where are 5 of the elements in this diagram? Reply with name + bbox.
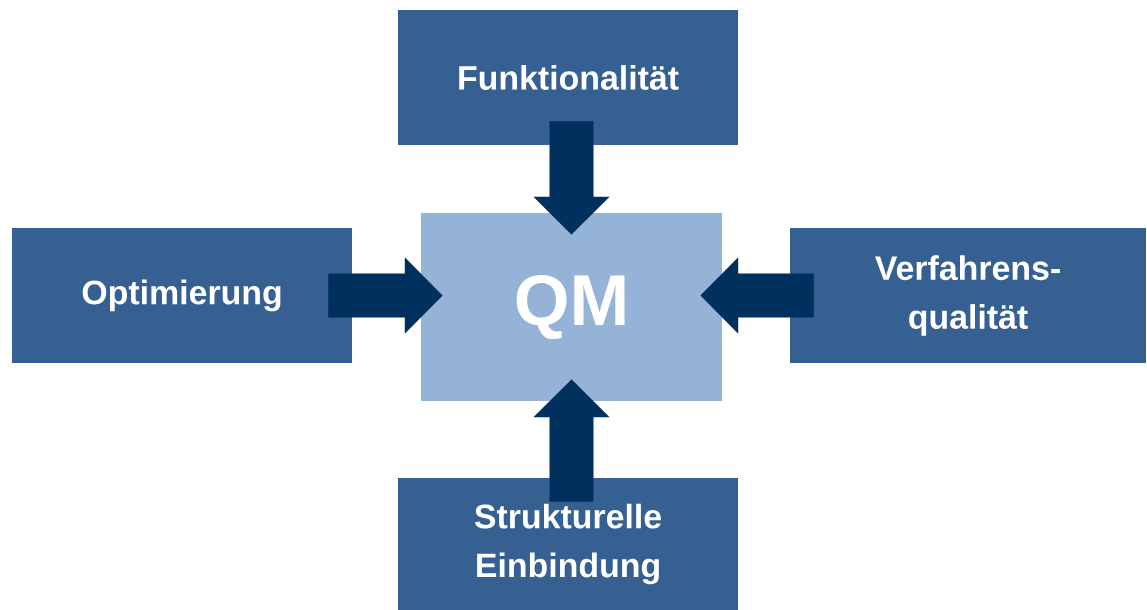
factor-box: Verfahrens- qualität <box>790 228 1146 363</box>
factor-box: Strukturelle Einbindung <box>398 478 738 610</box>
factor-box: Funktionalität <box>398 10 738 145</box>
factor-box: Optimierung <box>12 228 352 363</box>
center-box: QM <box>421 213 722 401</box>
